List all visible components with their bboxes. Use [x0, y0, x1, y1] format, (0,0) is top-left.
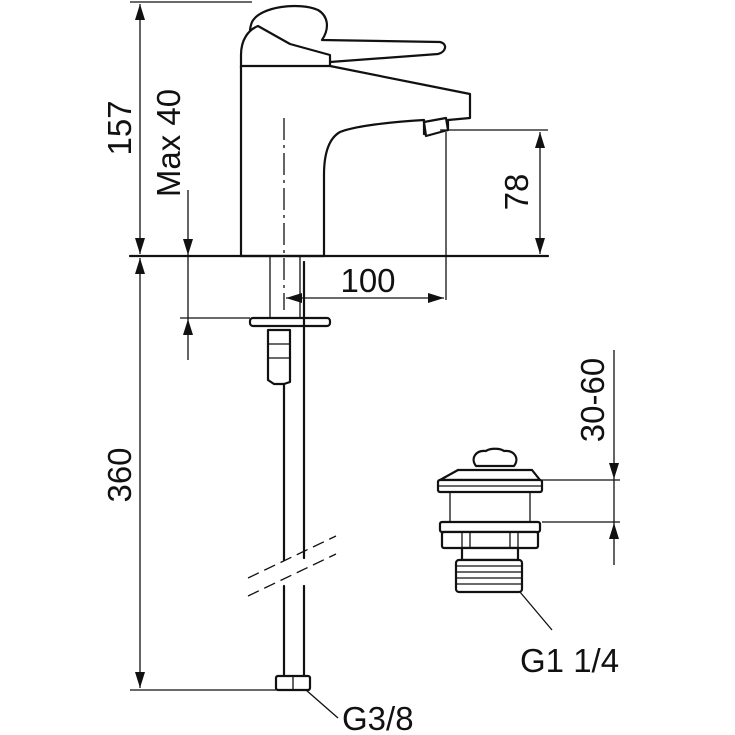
faucet-column: [239, 64, 472, 258]
label-100: 100: [340, 262, 395, 299]
label-360: 360: [101, 447, 138, 502]
label-max-40: Max 40: [150, 89, 187, 197]
fixing-plate: [248, 316, 332, 328]
dimension-labels: 157 Max 40 78 100 360 30-60 G3/8 G1 1/4: [101, 89, 619, 735]
supply-hose: [247, 260, 337, 692]
g38-leader: [305, 689, 339, 719]
g114-leader: [519, 591, 553, 631]
fixing-nut: [266, 328, 292, 386]
label-78: 78: [498, 174, 535, 211]
drain-nut: [438, 520, 542, 534]
label-157: 157: [101, 100, 138, 155]
drain-plug-knob: [472, 447, 518, 468]
drain-cap: [438, 468, 542, 482]
label-g1-1-4: G1 1/4: [520, 642, 619, 679]
mounting-assembly: [128, 254, 550, 386]
label-g3-8: G3/8: [342, 700, 414, 735]
cartridge-cap: [239, 24, 332, 70]
drain-thread: [454, 558, 524, 594]
drain-body: [449, 491, 531, 523]
break-mark: [247, 553, 337, 597]
drain-assembly: [436, 447, 544, 594]
aerator: [422, 116, 450, 138]
label-30-60: 30-60: [574, 358, 611, 442]
dimension-lines: [130, 1, 620, 719]
faucet-body: [239, 4, 472, 310]
break-mark: [247, 535, 337, 579]
